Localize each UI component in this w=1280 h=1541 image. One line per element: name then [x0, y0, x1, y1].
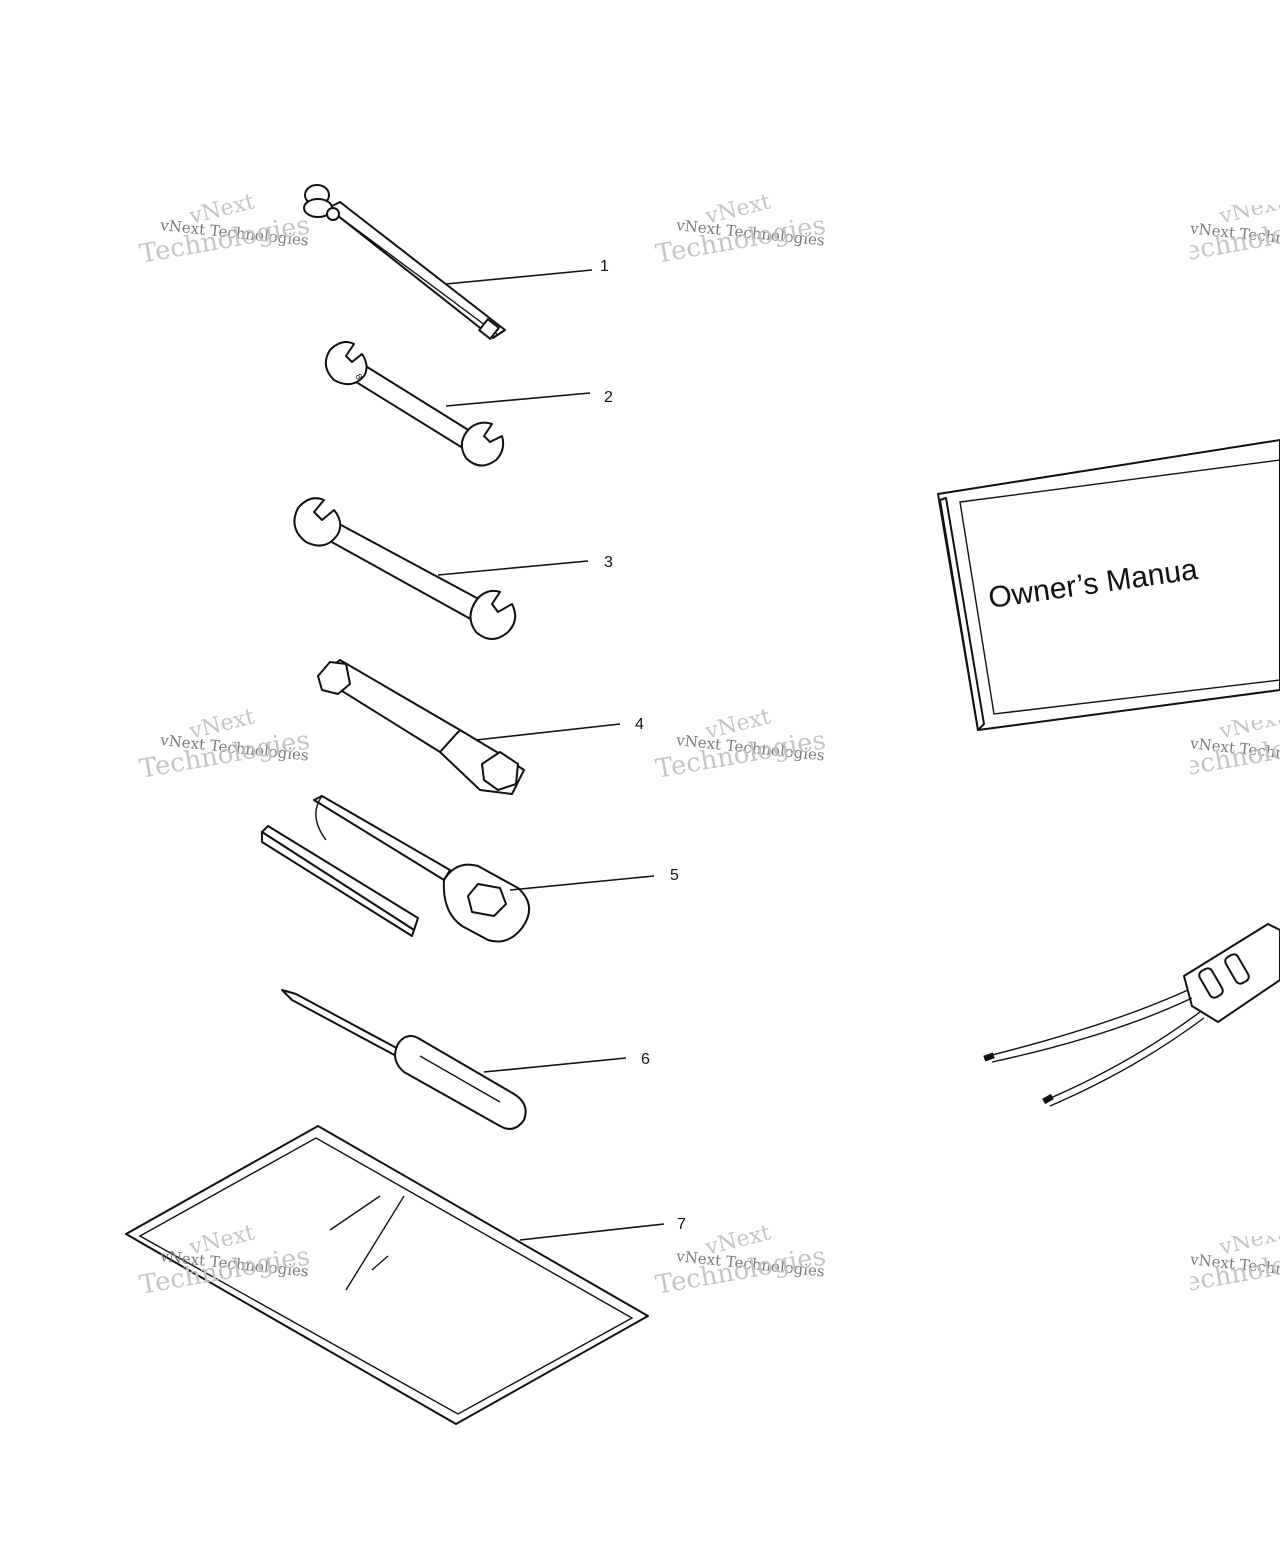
part-6-screwdriver — [281, 989, 527, 1130]
leader-line-7 — [519, 1223, 665, 1241]
callout-1: 1 — [600, 258, 609, 275]
part-4-socket-wrench — [317, 659, 525, 795]
leader-lines — [437, 269, 665, 1241]
leader-line-1 — [445, 269, 593, 285]
part-7-plastic-sheet — [125, 1125, 649, 1425]
callout-5: 5 — [670, 867, 679, 884]
leader-line-2 — [445, 392, 591, 407]
callout-3: 3 — [604, 554, 613, 571]
wire-harness-connector — [983, 923, 1280, 1107]
callout-6: 6 — [641, 1051, 650, 1068]
owners-manual-booklet: Owner’s Manua — [937, 439, 1280, 731]
leader-line-5 — [509, 875, 655, 891]
leader-line-6 — [483, 1057, 627, 1073]
leader-line-4 — [475, 723, 621, 741]
part-3-open-wrench — [293, 497, 517, 640]
part-5-bracket-tool — [261, 795, 530, 943]
callout-2: 2 — [604, 389, 613, 406]
leader-line-3 — [437, 560, 589, 576]
svg-text:8: 8 — [353, 372, 364, 381]
callout-7: 7 — [677, 1216, 686, 1233]
callout-4: 4 — [635, 716, 644, 733]
part-1-tool-bar — [303, 184, 506, 340]
part-2-open-wrench: 8 — [324, 341, 505, 467]
